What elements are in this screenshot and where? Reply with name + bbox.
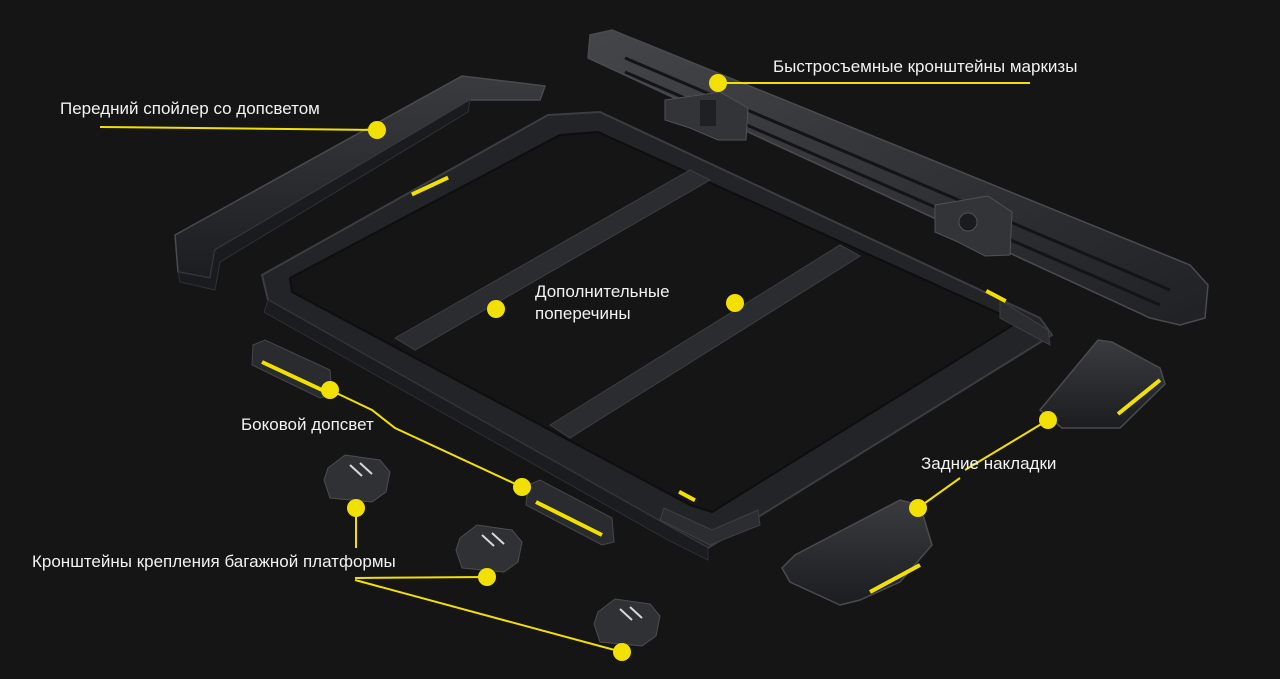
- leader-rear-covers-1: [964, 419, 1049, 471]
- dot-rear-cover-2: [909, 499, 927, 517]
- dot-bracket-1: [347, 499, 365, 517]
- rack-corner-right: [999, 299, 1051, 346]
- awning-bracket-2: [934, 195, 1013, 257]
- awning-rail-body: [587, 29, 1209, 326]
- side-light-part: [251, 339, 615, 546]
- rack-frame-opening: [288, 130, 1021, 514]
- awning-bracket-1: [664, 91, 749, 141]
- platform-bracket-3: [593, 598, 661, 647]
- front-spoiler: [174, 75, 547, 291]
- dot-cross-bar-1: [487, 300, 505, 318]
- callout-dots: [321, 74, 1057, 661]
- label-front-spoiler: Передний спойлер со допсветом: [60, 99, 320, 118]
- label-platform-brackets: Кронштейны крепления багажной платформы: [32, 552, 396, 571]
- label-side-light: Боковой допсвет: [241, 415, 374, 434]
- dot-rear-cover-1: [1039, 411, 1057, 429]
- leader-front-spoiler: [99, 126, 378, 131]
- rear-cover-left: [781, 499, 933, 606]
- label-cross-bars: Дополнительные поперечины: [535, 281, 670, 325]
- side-light-front-strip: [261, 360, 323, 392]
- leader-side-light: [329, 389, 523, 488]
- platform-bracket-2: [455, 524, 523, 573]
- awning-rail: [587, 29, 1209, 326]
- label-rear-covers: Задние накладки: [921, 454, 1057, 473]
- label-awning-brackets: Быстросъемные кронштейны маркизы: [773, 57, 1078, 76]
- rear-cover-right-strip: [1116, 378, 1162, 416]
- label-cross-bars-line2: поперечины: [535, 304, 631, 323]
- dot-awning-brackets: [709, 74, 727, 92]
- frame-accent-front: [678, 490, 696, 502]
- frame-accent-right: [985, 289, 1007, 303]
- dot-front-spoiler: [368, 121, 386, 139]
- rear-cover-left-strip: [869, 563, 921, 594]
- dot-side-light-1: [321, 381, 339, 399]
- leader-bracket-3: [354, 579, 623, 653]
- dot-bracket-3: [613, 643, 631, 661]
- leader-bracket-2: [354, 576, 488, 579]
- label-cross-bars-line1: Дополнительные: [535, 282, 670, 301]
- leader-lines: [99, 82, 1049, 653]
- rear-covers: [781, 339, 1166, 606]
- platform-bracket-1: [323, 454, 391, 503]
- rack-frame: [260, 110, 1054, 561]
- dot-side-light-2: [513, 478, 531, 496]
- frame-accent-left: [411, 175, 449, 197]
- rear-cover-right: [1038, 339, 1166, 429]
- rack-corner-front: [659, 507, 761, 546]
- front-spoiler-face: [177, 99, 471, 291]
- cross-bar-1: [394, 169, 712, 351]
- platform-brackets: [323, 454, 661, 647]
- dot-bracket-2: [478, 568, 496, 586]
- rack-frame-side-face: [263, 299, 709, 561]
- side-light-rear-strip: [535, 500, 603, 537]
- dot-cross-bar-2: [726, 294, 744, 312]
